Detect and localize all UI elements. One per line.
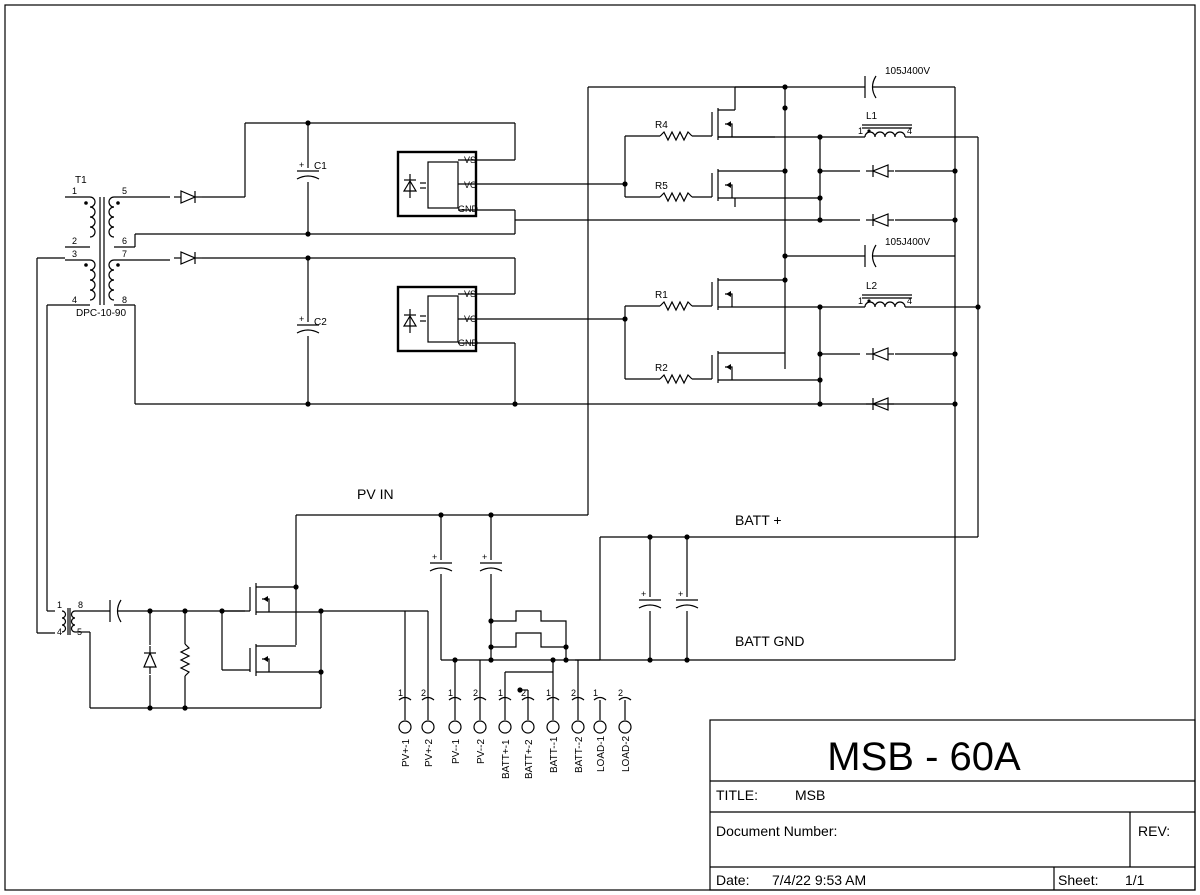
opto2-vs: VS bbox=[464, 289, 476, 299]
input-section: PV IN BATT + BATT GND bbox=[36, 257, 978, 711]
l1-pin-1: 1 bbox=[858, 126, 863, 136]
sheet-label: Sheet: bbox=[1058, 872, 1098, 888]
conn-pin-load-1: 1 bbox=[593, 688, 598, 698]
connector-pv-plus-2[interactable]: 2PV+-2 bbox=[421, 688, 435, 767]
connector-pv-minus-1[interactable]: 1PV--1 bbox=[448, 688, 462, 764]
conn-pin-pv-plus-2: 2 bbox=[421, 688, 426, 698]
l2-pin-4: 4 bbox=[907, 296, 912, 306]
date-label: Date: bbox=[716, 872, 749, 888]
cap-c2-label: C2 bbox=[314, 317, 327, 328]
conn-pin-pv-plus-1: 1 bbox=[398, 688, 403, 698]
net-pv-in: PV IN bbox=[357, 486, 394, 502]
r4-label: R4 bbox=[655, 120, 668, 131]
t2-pin-1: 1 bbox=[57, 600, 62, 610]
conn-pin-batt-minus-1: 1 bbox=[546, 688, 551, 698]
transformer-t1: T1 1 2 3 4 5 6 7 8 DPC-10-90 bbox=[65, 175, 135, 319]
t1-pin-3: 3 bbox=[72, 249, 77, 259]
connector-pv-plus-1[interactable]: 1PV+-1 bbox=[398, 688, 412, 767]
conn-pin-batt-plus-2: 2 bbox=[521, 688, 526, 698]
conn-pin-load-2: 2 bbox=[618, 688, 623, 698]
conn-label-batt-plus-1: BATT+-1 bbox=[501, 739, 512, 779]
t1-pin-7: 7 bbox=[122, 249, 127, 259]
conn-label-pv-minus-1: PV--1 bbox=[451, 739, 462, 764]
t2-pin-8: 8 bbox=[78, 600, 83, 610]
l1-label: L1 bbox=[866, 111, 878, 122]
opto2-gnd: GND bbox=[458, 338, 479, 348]
t1-pin-8: 8 bbox=[122, 295, 127, 305]
cap-mid-label: 105J400V bbox=[885, 237, 930, 248]
conn-label-load-2: LOAD-2 bbox=[621, 735, 632, 772]
connector-pv-minus-2[interactable]: 2PV--2 bbox=[473, 688, 487, 764]
date-value: 7/4/22 9:53 AM bbox=[772, 872, 866, 888]
sheet-border bbox=[4, 4, 1196, 891]
conn-pin-pv-minus-1: 1 bbox=[448, 688, 453, 698]
opto1-vs: VS bbox=[464, 155, 476, 165]
conn-label-batt-minus-1: BATT--1 bbox=[549, 736, 560, 773]
upper-gate-driver: C1 VS VO GND bbox=[134, 120, 625, 247]
opto2-vo: VO bbox=[464, 314, 477, 324]
l1-pin-4: 4 bbox=[907, 126, 912, 136]
lower-bridge: 105J400V R1 R2 bbox=[622, 237, 981, 411]
conn-pin-pv-minus-2: 2 bbox=[473, 688, 478, 698]
sheet-value: 1/1 bbox=[1125, 872, 1145, 888]
t1-pin-2: 2 bbox=[72, 236, 77, 246]
net-batt-plus: BATT + bbox=[735, 512, 782, 528]
r2-label: R2 bbox=[655, 363, 668, 374]
net-batt-gnd: BATT GND bbox=[735, 633, 805, 649]
conn-pin-batt-plus-1: 1 bbox=[498, 688, 503, 698]
doc-number-label: Document Number: bbox=[716, 823, 837, 839]
rev-label: REV: bbox=[1138, 823, 1170, 839]
title-value: MSB bbox=[795, 787, 825, 803]
conn-label-batt-plus-2: BATT+-2 bbox=[524, 739, 535, 779]
title-label: TITLE: bbox=[716, 787, 758, 803]
opto1-gnd: GND bbox=[458, 204, 479, 214]
r5-label: R5 bbox=[655, 181, 668, 192]
t1-pin-6: 6 bbox=[122, 236, 127, 246]
conn-label-pv-plus-2: PV+-2 bbox=[424, 738, 435, 767]
l2-pin-1: 1 bbox=[858, 296, 863, 306]
l2-label: L2 bbox=[866, 281, 878, 292]
r1-label: R1 bbox=[655, 290, 668, 301]
conn-label-load-1: LOAD-1 bbox=[596, 735, 607, 772]
t1-pin-1: 1 bbox=[72, 186, 77, 196]
project-title: MSB - 60A bbox=[827, 735, 1021, 779]
conn-label-pv-plus-1: PV+-1 bbox=[401, 738, 412, 767]
lower-gate-driver: C2 VS VO GND bbox=[134, 251, 955, 407]
conn-label-batt-minus-2: BATT--2 bbox=[574, 736, 585, 773]
cap-top-label: 105J400V bbox=[885, 66, 930, 77]
t2-pin-4: 4 bbox=[57, 627, 62, 637]
title-block: MSB - 60A TITLE: MSB Document Number: RE… bbox=[709, 719, 1196, 891]
cap-c1-label: C1 bbox=[314, 161, 327, 172]
upper-bridge: 105J400V R4 R5 bbox=[515, 66, 979, 660]
conn-pin-batt-minus-2: 2 bbox=[571, 688, 576, 698]
conn-label-pv-minus-2: PV--2 bbox=[476, 739, 487, 764]
t1-pin-4: 4 bbox=[72, 295, 77, 305]
transformer-ref: T1 bbox=[75, 175, 87, 186]
t1-pin-5: 5 bbox=[122, 186, 127, 196]
transformer-part: DPC-10-90 bbox=[76, 308, 126, 319]
opto1-vo: VO bbox=[464, 180, 477, 190]
